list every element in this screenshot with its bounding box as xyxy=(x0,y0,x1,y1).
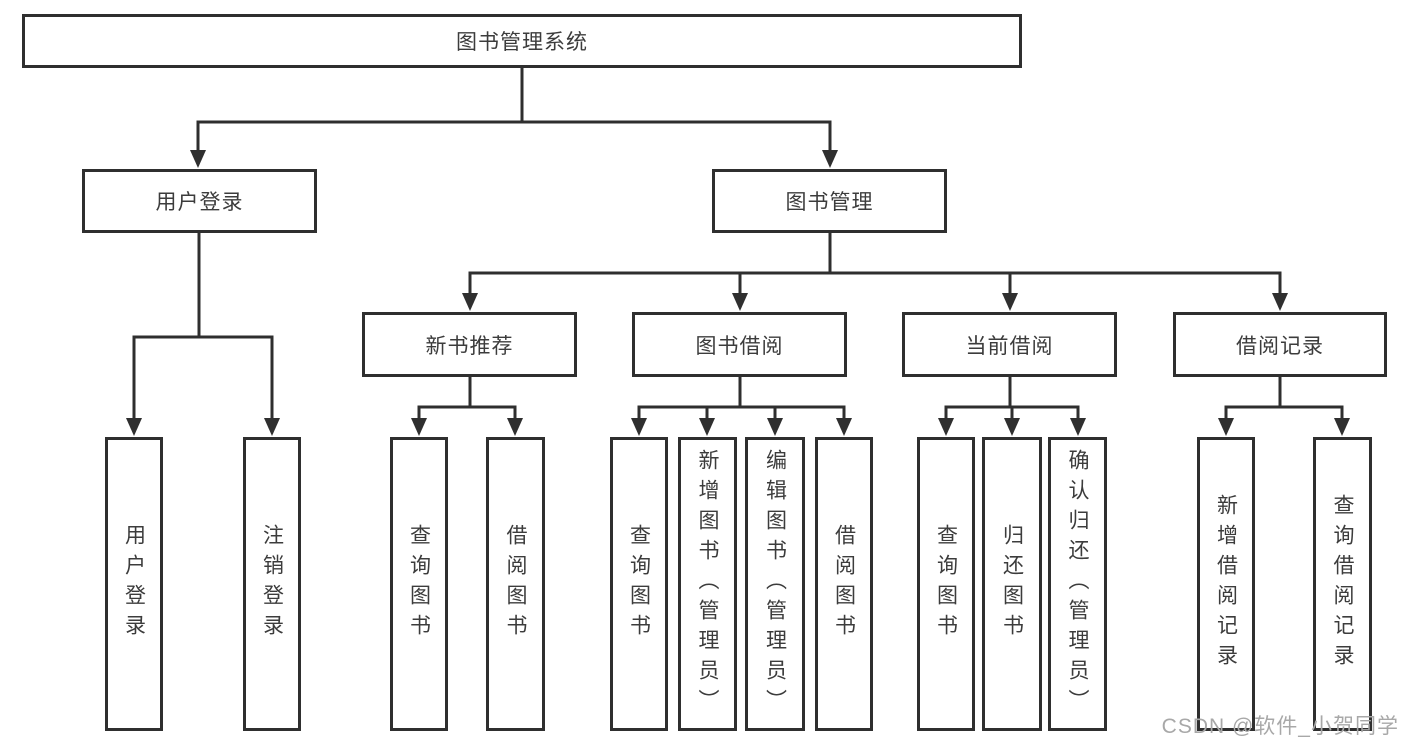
node-current-borrow: 当前借阅 xyxy=(902,312,1117,377)
leaf-logout-label: 注销登录 xyxy=(260,524,284,644)
leaf-user-login-label: 用户登录 xyxy=(122,524,146,644)
leaf-user-login: 用户登录 xyxy=(105,437,163,731)
node-root-label: 图书管理系统 xyxy=(456,31,588,54)
node-user-login-label: 用户登录 xyxy=(155,191,244,214)
leaf-cb-query-books-label: 查询图书 xyxy=(934,524,958,644)
node-borrow-records-label: 借阅记录 xyxy=(1236,334,1324,358)
node-root: 图书管理系统 xyxy=(22,14,1022,68)
leaf-nb-borrow-books-label: 借阅图书 xyxy=(504,524,527,644)
leaf-bb-borrow-books-label: 借阅图书 xyxy=(832,524,856,644)
leaf-logout: 注销登录 xyxy=(243,437,301,731)
leaf-bb-add-books-admin-label: 新增图书（管理员） xyxy=(696,449,719,719)
node-user-login: 用户登录 xyxy=(82,169,317,233)
leaf-cb-confirm-return-admin: 确认归还（管理员） xyxy=(1048,437,1107,731)
leaf-cb-confirm-return-admin-label: 确认归还（管理员） xyxy=(1066,449,1089,719)
watermark: CSDN @软件_小贺同学 xyxy=(1161,715,1399,738)
node-current-borrow-label: 当前借阅 xyxy=(965,334,1054,358)
leaf-bb-edit-books-admin-label: 编辑图书（管理员） xyxy=(763,449,787,719)
node-book-management: 图书管理 xyxy=(712,169,947,233)
node-book-management-label: 图书管理 xyxy=(785,191,874,214)
leaf-br-add-record-label: 新增借阅记录 xyxy=(1214,494,1238,674)
node-borrow-records: 借阅记录 xyxy=(1173,312,1387,377)
leaf-bb-query-books-label: 查询图书 xyxy=(627,524,651,644)
leaf-bb-add-books-admin: 新增图书（管理员） xyxy=(678,437,737,731)
leaf-nb-query-books-label: 查询图书 xyxy=(407,524,431,644)
leaf-cb-query-books: 查询图书 xyxy=(917,437,975,731)
node-new-book-recommend: 新书推荐 xyxy=(362,312,577,377)
leaf-nb-borrow-books: 借阅图书 xyxy=(486,437,545,731)
leaf-cb-return-books-label: 归还图书 xyxy=(1000,524,1024,644)
node-book-borrow: 图书借阅 xyxy=(632,312,847,377)
leaf-cb-return-books: 归还图书 xyxy=(982,437,1042,731)
leaf-nb-query-books: 查询图书 xyxy=(390,437,448,731)
leaf-bb-edit-books-admin: 编辑图书（管理员） xyxy=(745,437,805,731)
leaf-bb-query-books: 查询图书 xyxy=(610,437,668,731)
node-new-book-recommend-label: 新书推荐 xyxy=(425,334,514,358)
leaf-br-query-record: 查询借阅记录 xyxy=(1313,437,1372,731)
node-book-borrow-label: 图书借阅 xyxy=(695,334,784,358)
leaf-br-add-record: 新增借阅记录 xyxy=(1197,437,1255,731)
leaf-bb-borrow-books: 借阅图书 xyxy=(815,437,873,731)
leaf-br-query-record-label: 查询借阅记录 xyxy=(1331,494,1354,674)
